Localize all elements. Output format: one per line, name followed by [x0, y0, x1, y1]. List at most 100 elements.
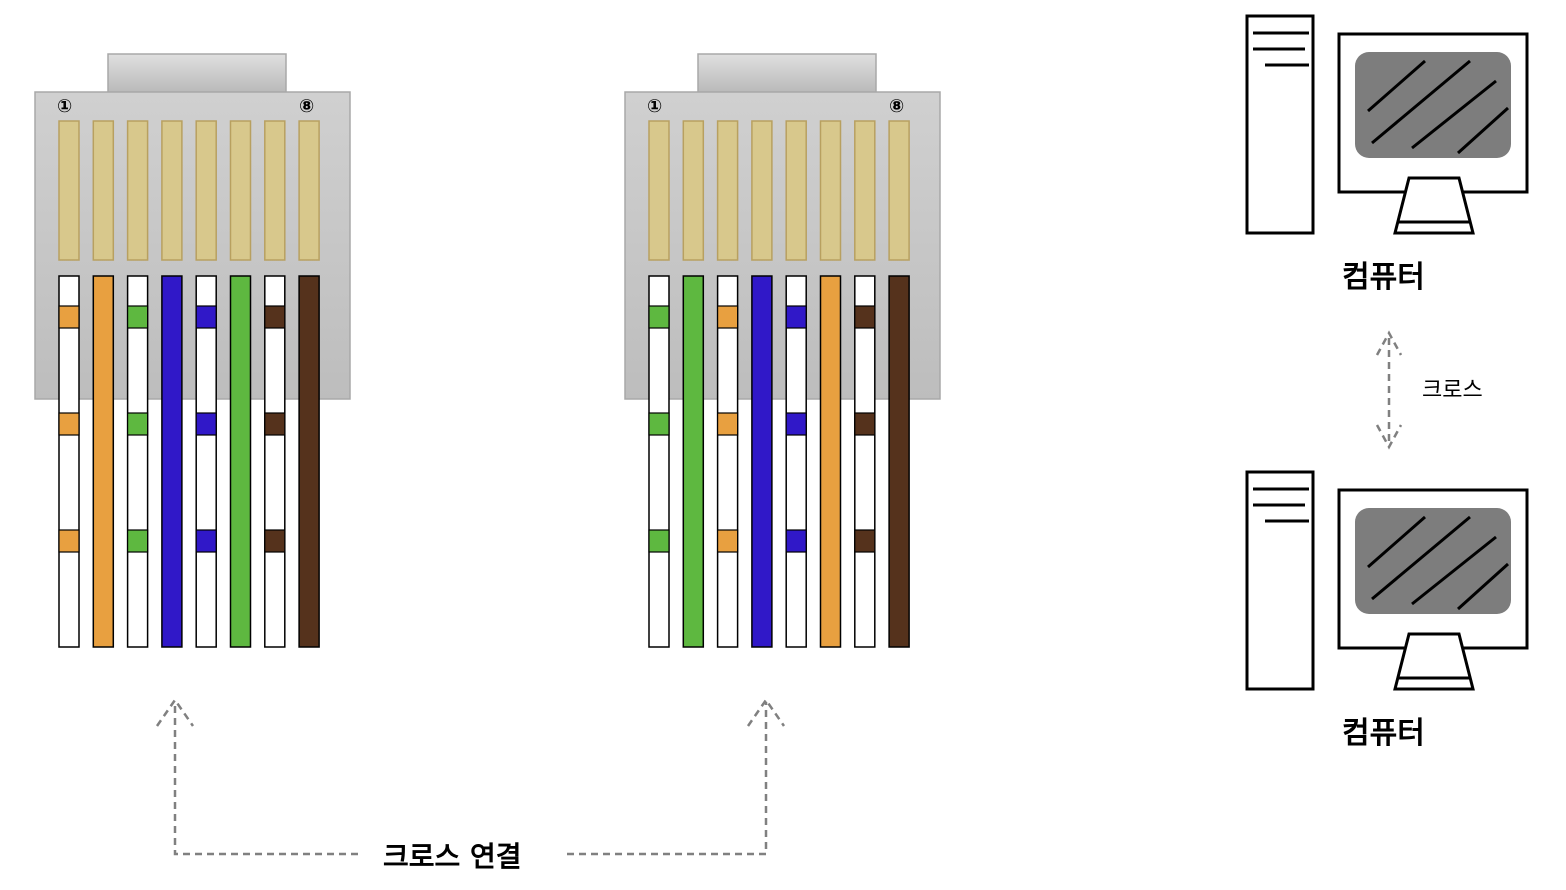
wire-stripe [716, 305, 739, 329]
wire-blue [161, 275, 183, 648]
contact-pin [888, 120, 910, 261]
wire-stripe [785, 529, 807, 553]
tower-case [1245, 14, 1315, 235]
wire-orange [819, 275, 842, 648]
screen-glare [1456, 106, 1510, 155]
wire-stripe [264, 529, 286, 553]
wire-body [854, 275, 876, 648]
monitor-screen [1355, 52, 1511, 158]
link-label: 크로스 [1422, 378, 1483, 403]
connector-housing [624, 91, 941, 400]
computer-icon [1245, 14, 1529, 235]
wire-stripe [648, 305, 670, 329]
arrows-layer [155, 330, 1403, 856]
wire-stripe [126, 529, 149, 553]
pin-number-last: ⑧ [889, 96, 905, 117]
connector-housing [34, 91, 351, 400]
wire-orange [92, 275, 115, 648]
wire-stripe [854, 305, 876, 329]
wire-body [58, 275, 80, 648]
computer-label-top: 컴퓨터 [1342, 260, 1425, 295]
contact-pin [716, 120, 739, 261]
wire-stripe [126, 412, 149, 436]
wire-green [229, 275, 252, 648]
connector-latch-tab [697, 53, 877, 95]
wire-body [716, 275, 739, 648]
wire-blue [751, 275, 773, 648]
wire-white-green [126, 275, 149, 648]
wire-stripe [854, 412, 876, 436]
contact-pin [298, 120, 320, 261]
wire-stripe [195, 529, 217, 553]
wire-stripe [648, 412, 670, 436]
connector-latch-tab [107, 53, 287, 95]
wire-body [229, 275, 252, 648]
wire-white-brown [264, 275, 286, 648]
wire-white-brown [854, 275, 876, 648]
monitor-stand [1393, 632, 1475, 691]
connectors-layer [34, 53, 941, 648]
wire-body [92, 275, 115, 648]
arrow-head-down [1375, 424, 1403, 450]
computers-layer [1245, 14, 1529, 691]
rj45-connector [34, 53, 351, 648]
monitor-stand [1393, 176, 1475, 235]
wire-stripe [648, 529, 670, 553]
pin-number-first: ① [57, 96, 73, 117]
wire-body [682, 275, 705, 648]
wire-body [126, 275, 149, 648]
wire-brown [888, 275, 910, 648]
crossover-arrow-line-right [567, 702, 768, 856]
pin-number-first: ① [647, 96, 663, 117]
wire-body [264, 275, 286, 648]
wire-stripe [195, 305, 217, 329]
wire-stripe [58, 529, 80, 553]
wire-body [819, 275, 842, 648]
wire-body [648, 275, 670, 648]
wire-white-orange [716, 275, 739, 648]
computer-icon [1245, 470, 1529, 691]
wire-stripe [264, 412, 286, 436]
contact-pin [854, 120, 876, 261]
wire-body [785, 275, 807, 648]
crossover-label: 크로스 연결 [383, 840, 522, 873]
wire-stripe [716, 529, 739, 553]
screen-glare [1367, 515, 1426, 569]
contact-pin [819, 120, 842, 261]
wire-stripe [58, 412, 80, 436]
contact-pin [264, 120, 286, 261]
wire-white-orange [58, 275, 80, 648]
screen-glare [1367, 59, 1426, 113]
rj45-connector [624, 53, 941, 648]
contact-pin [161, 120, 183, 261]
screen-glare [1411, 535, 1497, 606]
wire-stripe [785, 412, 807, 436]
contact-pin [648, 120, 670, 261]
wire-body [888, 275, 910, 648]
wire-brown [298, 275, 320, 648]
contact-pin [92, 120, 115, 261]
screen-glare [1411, 79, 1497, 150]
contact-pin [785, 120, 807, 261]
wire-stripe [58, 305, 80, 329]
wire-stripe [195, 412, 217, 436]
arrow-head-up [1375, 330, 1403, 356]
contact-pin [126, 120, 149, 261]
pin-number-last: ⑧ [299, 96, 315, 117]
wire-stripe [126, 305, 149, 329]
arrow-head-up [155, 697, 195, 727]
screen-glare [1456, 562, 1510, 611]
wire-white-green [648, 275, 670, 648]
wire-body [298, 275, 320, 648]
monitor-screen [1355, 508, 1511, 614]
contact-pin [195, 120, 217, 261]
tower-case [1245, 470, 1315, 691]
contact-pin [682, 120, 705, 261]
contact-pin [58, 120, 80, 261]
wire-body [195, 275, 217, 648]
screen-glare [1371, 59, 1471, 145]
wire-white-blue [785, 275, 807, 648]
wire-green [682, 275, 705, 648]
